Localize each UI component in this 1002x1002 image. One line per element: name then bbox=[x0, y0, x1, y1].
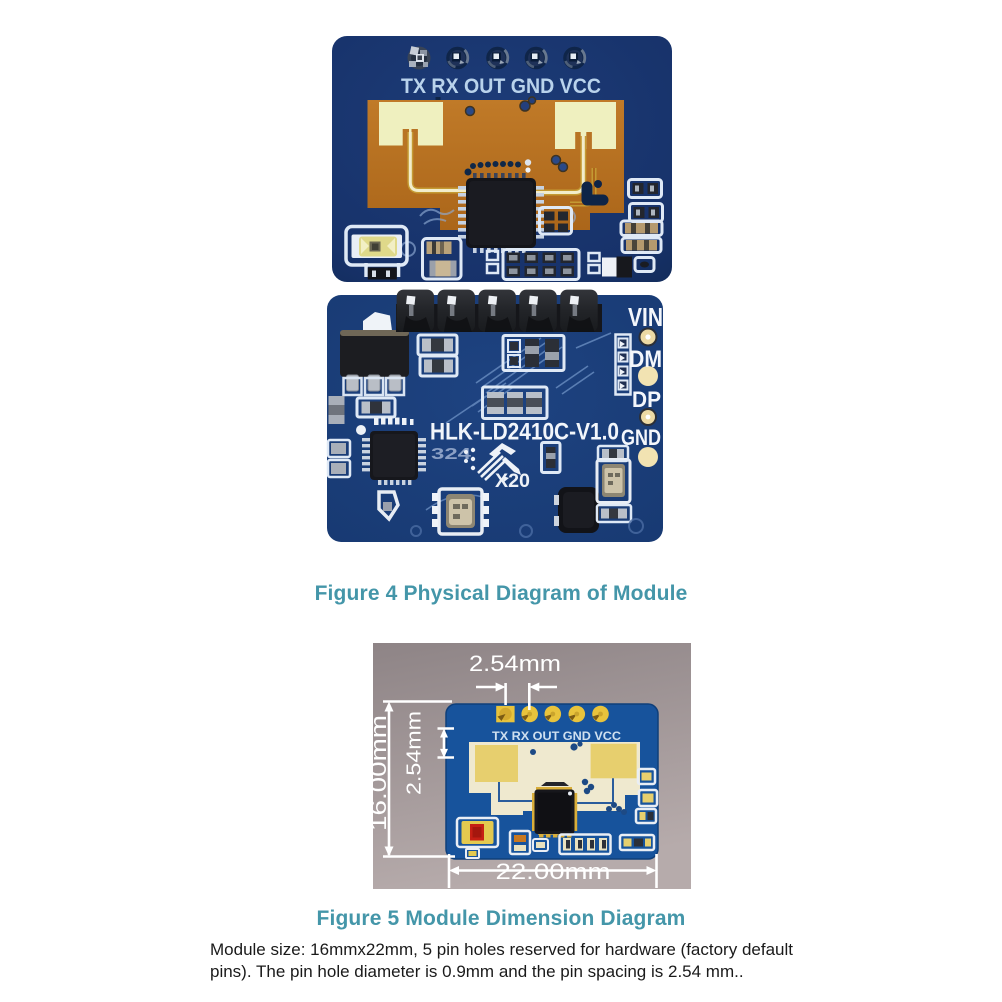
svg-text:2.54mm: 2.54mm bbox=[469, 651, 561, 676]
svg-text:VIN: VIN bbox=[628, 302, 663, 332]
svg-text:DP: DP bbox=[632, 387, 661, 412]
svg-text:22.00mm: 22.00mm bbox=[496, 859, 611, 884]
svg-text:2.54mm: 2.54mm bbox=[404, 711, 426, 795]
svg-text:DM: DM bbox=[629, 346, 662, 373]
svg-text:HLK-LD2410C-V1.0: HLK-LD2410C-V1.0 bbox=[430, 419, 619, 446]
svg-text:TX RX OUT GND VCC: TX RX OUT GND VCC bbox=[401, 75, 601, 98]
svg-text:16.00mm: 16.00mm bbox=[373, 715, 391, 831]
svg-text:324: 324 bbox=[431, 446, 471, 463]
svg-text:GND: GND bbox=[621, 425, 661, 450]
svg-text:X20: X20 bbox=[495, 470, 530, 492]
svg-text:TX RX OUT GND VCC: TX RX OUT GND VCC bbox=[492, 729, 621, 743]
